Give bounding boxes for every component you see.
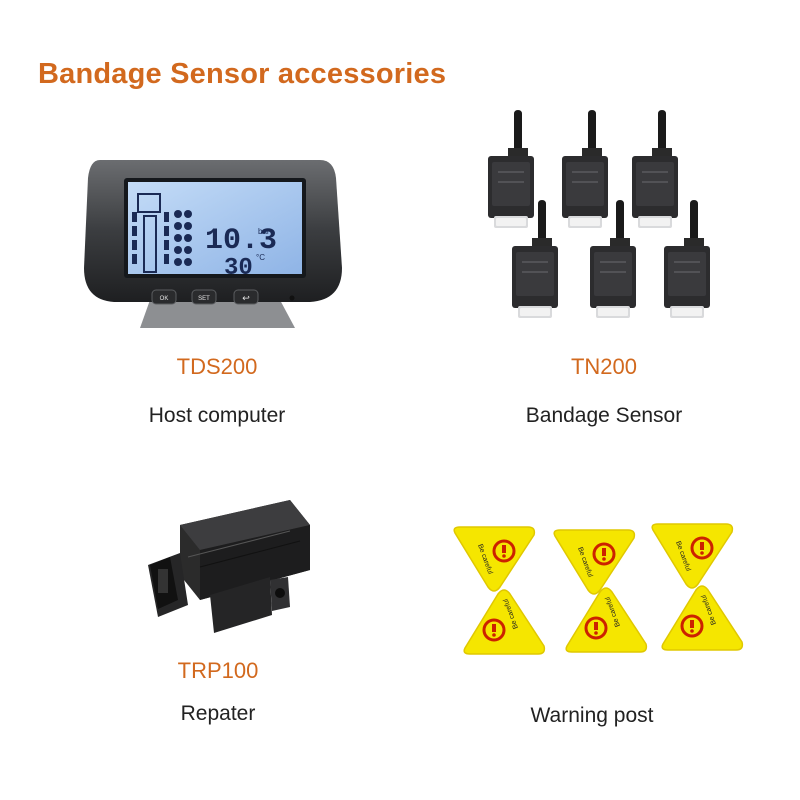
page-title: Bandage Sensor accessories: [38, 58, 447, 90]
product-desc-warning-post: Warning post: [530, 704, 654, 727]
lcd-pressure: 10.3: [205, 224, 277, 258]
product-code-trp100: TRP100: [177, 658, 259, 683]
warning-sticker-image: Be careful Be careful: [452, 522, 744, 656]
lcd-pressure-unit: bar: [258, 227, 270, 236]
host-computer-image: 10.3 bar 30 °C OK SET ↩: [84, 160, 342, 328]
product-desc-host-computer: Host computer: [148, 404, 286, 427]
lcd-temperature: 30: [224, 255, 253, 282]
repeater-image: [148, 500, 310, 633]
product-desc-repater: Repater: [180, 702, 256, 725]
product-code-tn200: TN200: [570, 354, 638, 379]
back-button-label: ↩: [242, 293, 250, 303]
product-desc-bandage-sensor: Bandage Sensor: [525, 404, 683, 427]
ok-button-label: OK: [160, 296, 169, 302]
product-code-tds200: TDS200: [176, 354, 258, 379]
set-button-label: SET: [198, 296, 210, 302]
bandage-sensor-image: [487, 110, 711, 319]
lcd-temperature-unit: °C: [256, 253, 265, 262]
